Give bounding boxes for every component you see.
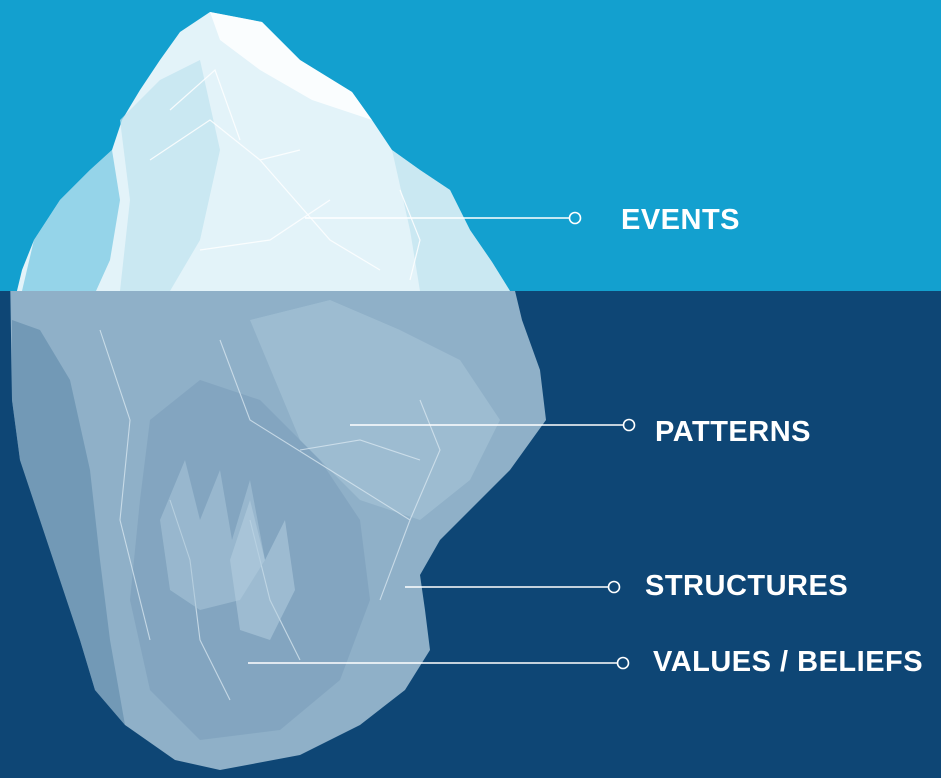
values-beliefs-label: VALUES / BELIEFS xyxy=(653,646,924,678)
events-leader-dot xyxy=(568,211,582,225)
patterns-label: PATTERNS xyxy=(655,416,811,448)
structures-label: STRUCTURES xyxy=(645,570,849,602)
leader-lines xyxy=(248,211,636,670)
iceberg-underwater xyxy=(10,291,546,770)
values-beliefs-leader-dot xyxy=(616,656,630,670)
patterns-leader-dot xyxy=(622,418,636,432)
events-label: EVENTS xyxy=(621,204,741,236)
structures-leader-dot xyxy=(607,580,621,594)
iceberg-tip xyxy=(16,12,510,291)
